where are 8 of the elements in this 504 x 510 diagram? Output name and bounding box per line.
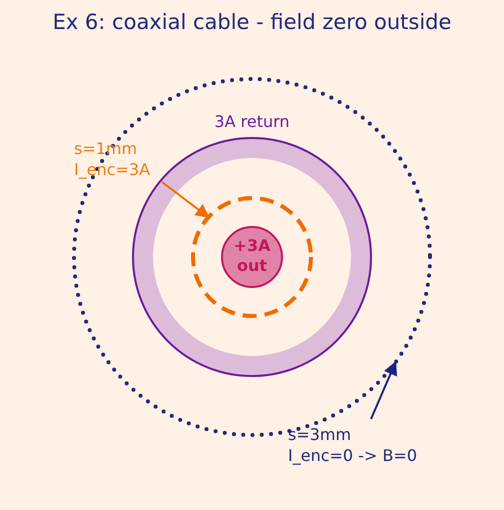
arrow [161,181,210,218]
title: Ex 6: coaxial cable - field zero outside [52,10,452,34]
arrow [370,360,397,420]
annotation-text: s=3mm [288,424,352,445]
conductor-label: 3A return [213,112,291,131]
annotation-text: s=1mm I_enc=3A [74,138,152,180]
current-label: +3A out [232,236,272,276]
annotation-text: I_enc=0 -> B=0 [288,445,418,466]
